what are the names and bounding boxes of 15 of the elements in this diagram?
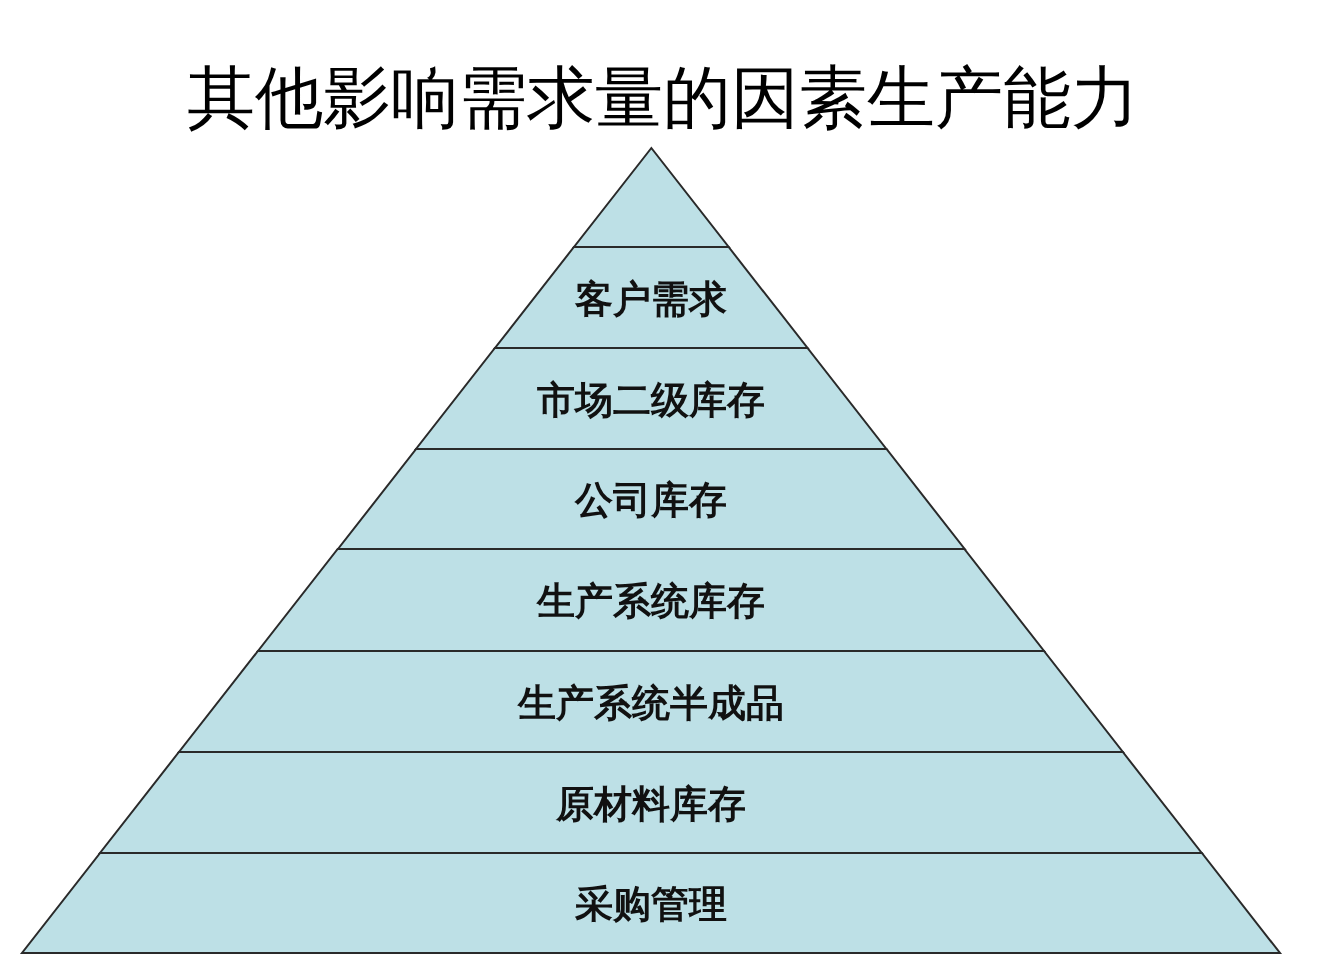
level-label: 客户需求 [574, 275, 728, 323]
pyramid-level [337, 449, 965, 549]
pyramid-level [494, 247, 808, 348]
level-label: 原材料库存 [555, 780, 747, 828]
pyramid-level [257, 549, 1044, 651]
pyramid-level [100, 752, 1202, 853]
level-label: 公司库存 [573, 477, 728, 524]
title: 其他影响需求量的因素生产能力 [186, 58, 1140, 138]
level-label: 市场二级库存 [536, 376, 766, 424]
pyramid-level [415, 348, 887, 449]
pyramid-level [179, 651, 1123, 752]
level-label: 采购管理 [574, 881, 728, 928]
pyramid-level [22, 853, 1280, 953]
level-label: 生产系统半成品 [516, 679, 785, 727]
level-label: 生产系统库存 [535, 578, 766, 625]
